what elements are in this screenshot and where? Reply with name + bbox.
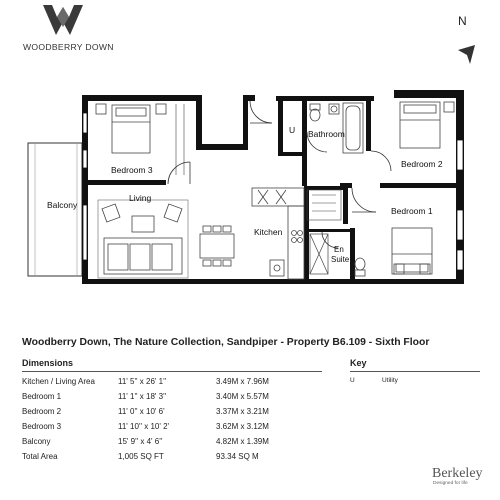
- bed-icon: [95, 103, 167, 154]
- room-label-ensuite: En: [334, 245, 344, 254]
- key-header: Key: [350, 358, 367, 368]
- balcony-area: [27, 142, 83, 277]
- key-code: U: [350, 377, 355, 384]
- dimension-imperial: 11' 10'' x 10' 2': [118, 422, 170, 431]
- kitchen-counter: [251, 187, 305, 280]
- dimension-imperial: 11' 5'' x 26' 1'': [118, 377, 167, 386]
- utility-marker: U: [289, 125, 295, 135]
- dimension-room: Total Area: [22, 452, 58, 461]
- utility-cupboard: [306, 189, 342, 221]
- bed-icon: [399, 101, 455, 149]
- north-letter: N: [458, 14, 467, 28]
- dimension-imperial: 1,005 SQ FT: [118, 452, 164, 461]
- developer-name: Berkeley: [432, 466, 483, 481]
- dimension-room: Bedroom 2: [22, 407, 62, 416]
- dimension-imperial: 15' 9'' x 4' 6'': [118, 437, 163, 446]
- rug: [97, 199, 189, 279]
- door-swings: [167, 100, 392, 249]
- room-label-living: Living: [129, 193, 151, 203]
- dimension-imperial: 11' 1'' x 18' 3'': [118, 392, 167, 401]
- woodberry-w-icon: [43, 5, 83, 35]
- toilet-icon: [309, 103, 366, 277]
- room-label-bedroom2: Bedroom 2: [401, 159, 443, 169]
- dimension-metric: 3.40M x 5.57M: [216, 392, 269, 401]
- bed-icon: [391, 227, 433, 275]
- room-label-bedroom1: Bedroom 1: [391, 206, 433, 216]
- brand-name: WOODBERRY DOWN: [23, 42, 114, 52]
- dimension-room: Balcony: [22, 437, 51, 446]
- dimension-room: Bedroom 3: [22, 422, 62, 431]
- room-label-bathroom: Bathroom: [308, 129, 345, 139]
- dimension-room: Bedroom 1: [22, 392, 62, 401]
- dimension-imperial: 11' 0'' x 10' 6': [118, 407, 165, 416]
- compass: N: [455, 12, 479, 64]
- north-arrow-icon: [458, 45, 475, 64]
- dimension-metric: 3.62M x 3.12M: [216, 422, 269, 431]
- wardrobe-icon: [175, 104, 185, 175]
- dimension-metric: 3.49M x 7.96M: [216, 377, 269, 386]
- dimension-metric: 4.82M x 1.39M: [216, 437, 269, 446]
- dimension-metric: 3.37M x 3.21M: [216, 407, 269, 416]
- shower-icon: [309, 233, 329, 275]
- dimensions-header: Dimensions: [22, 358, 74, 368]
- room-label-kitchen: Kitchen: [254, 227, 283, 237]
- sofa-icon: [101, 203, 183, 275]
- property-title: Woodberry Down, The Nature Collection, S…: [22, 337, 430, 348]
- room-label-bedroom3: Bedroom 3: [111, 165, 153, 175]
- floor-plan: Bedroom 3 Bathroom Bedroom 2 Balcony Liv…: [27, 90, 464, 284]
- room-label-ensuite-suite: Suite: [331, 255, 350, 264]
- bathtub-icon: [342, 102, 364, 154]
- key-divider: [350, 371, 480, 372]
- room-label-balcony: Balcony: [47, 200, 78, 210]
- developer-tagline: Designed for life: [433, 481, 468, 486]
- key-description: Utility: [382, 377, 398, 384]
- dining-table-icon: [199, 225, 235, 267]
- windows: [82, 112, 464, 271]
- walls: [82, 90, 464, 284]
- dimensions-divider: [22, 371, 322, 372]
- dimension-metric: 93.34 SQ M: [216, 452, 259, 461]
- dimension-room: Kitchen / Living Area: [22, 377, 95, 386]
- developer-logo: Berkeley Designed for life: [432, 466, 492, 486]
